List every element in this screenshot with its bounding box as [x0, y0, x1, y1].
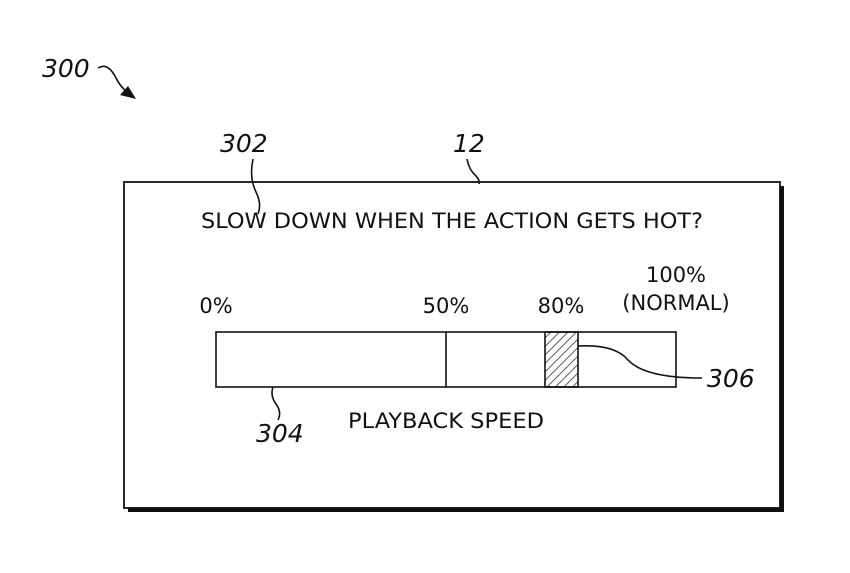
- prompt-question: SLOW DOWN WHEN THE ACTION GETS HOT?: [201, 209, 703, 233]
- playback-speed-label: PLAYBACK SPEED: [348, 409, 544, 433]
- tick-50-label: 50%: [423, 294, 470, 318]
- tick-100-sublabel: (NORMAL): [622, 291, 729, 315]
- speed-indicator-slider[interactable]: [544, 331, 579, 388]
- leader-302: [250, 158, 261, 215]
- tick-100-label: 100%: [646, 263, 706, 287]
- arrowhead-icon: [120, 86, 136, 99]
- tick-labels: 0% 50% 80% 100% (NORMAL): [199, 263, 729, 318]
- tick-80-label: 80%: [538, 294, 585, 318]
- ref-label-12: 12: [453, 129, 485, 158]
- leader-306: [577, 344, 703, 379]
- ref-label-306: 306: [707, 364, 755, 393]
- leader-304: [271, 386, 281, 421]
- ref-label-302: 302: [220, 129, 268, 158]
- tick-0-label: 0%: [199, 294, 232, 318]
- ref-label-304: 304: [256, 419, 304, 448]
- ref-label-300: 300: [42, 54, 90, 83]
- leader-12: [466, 158, 480, 185]
